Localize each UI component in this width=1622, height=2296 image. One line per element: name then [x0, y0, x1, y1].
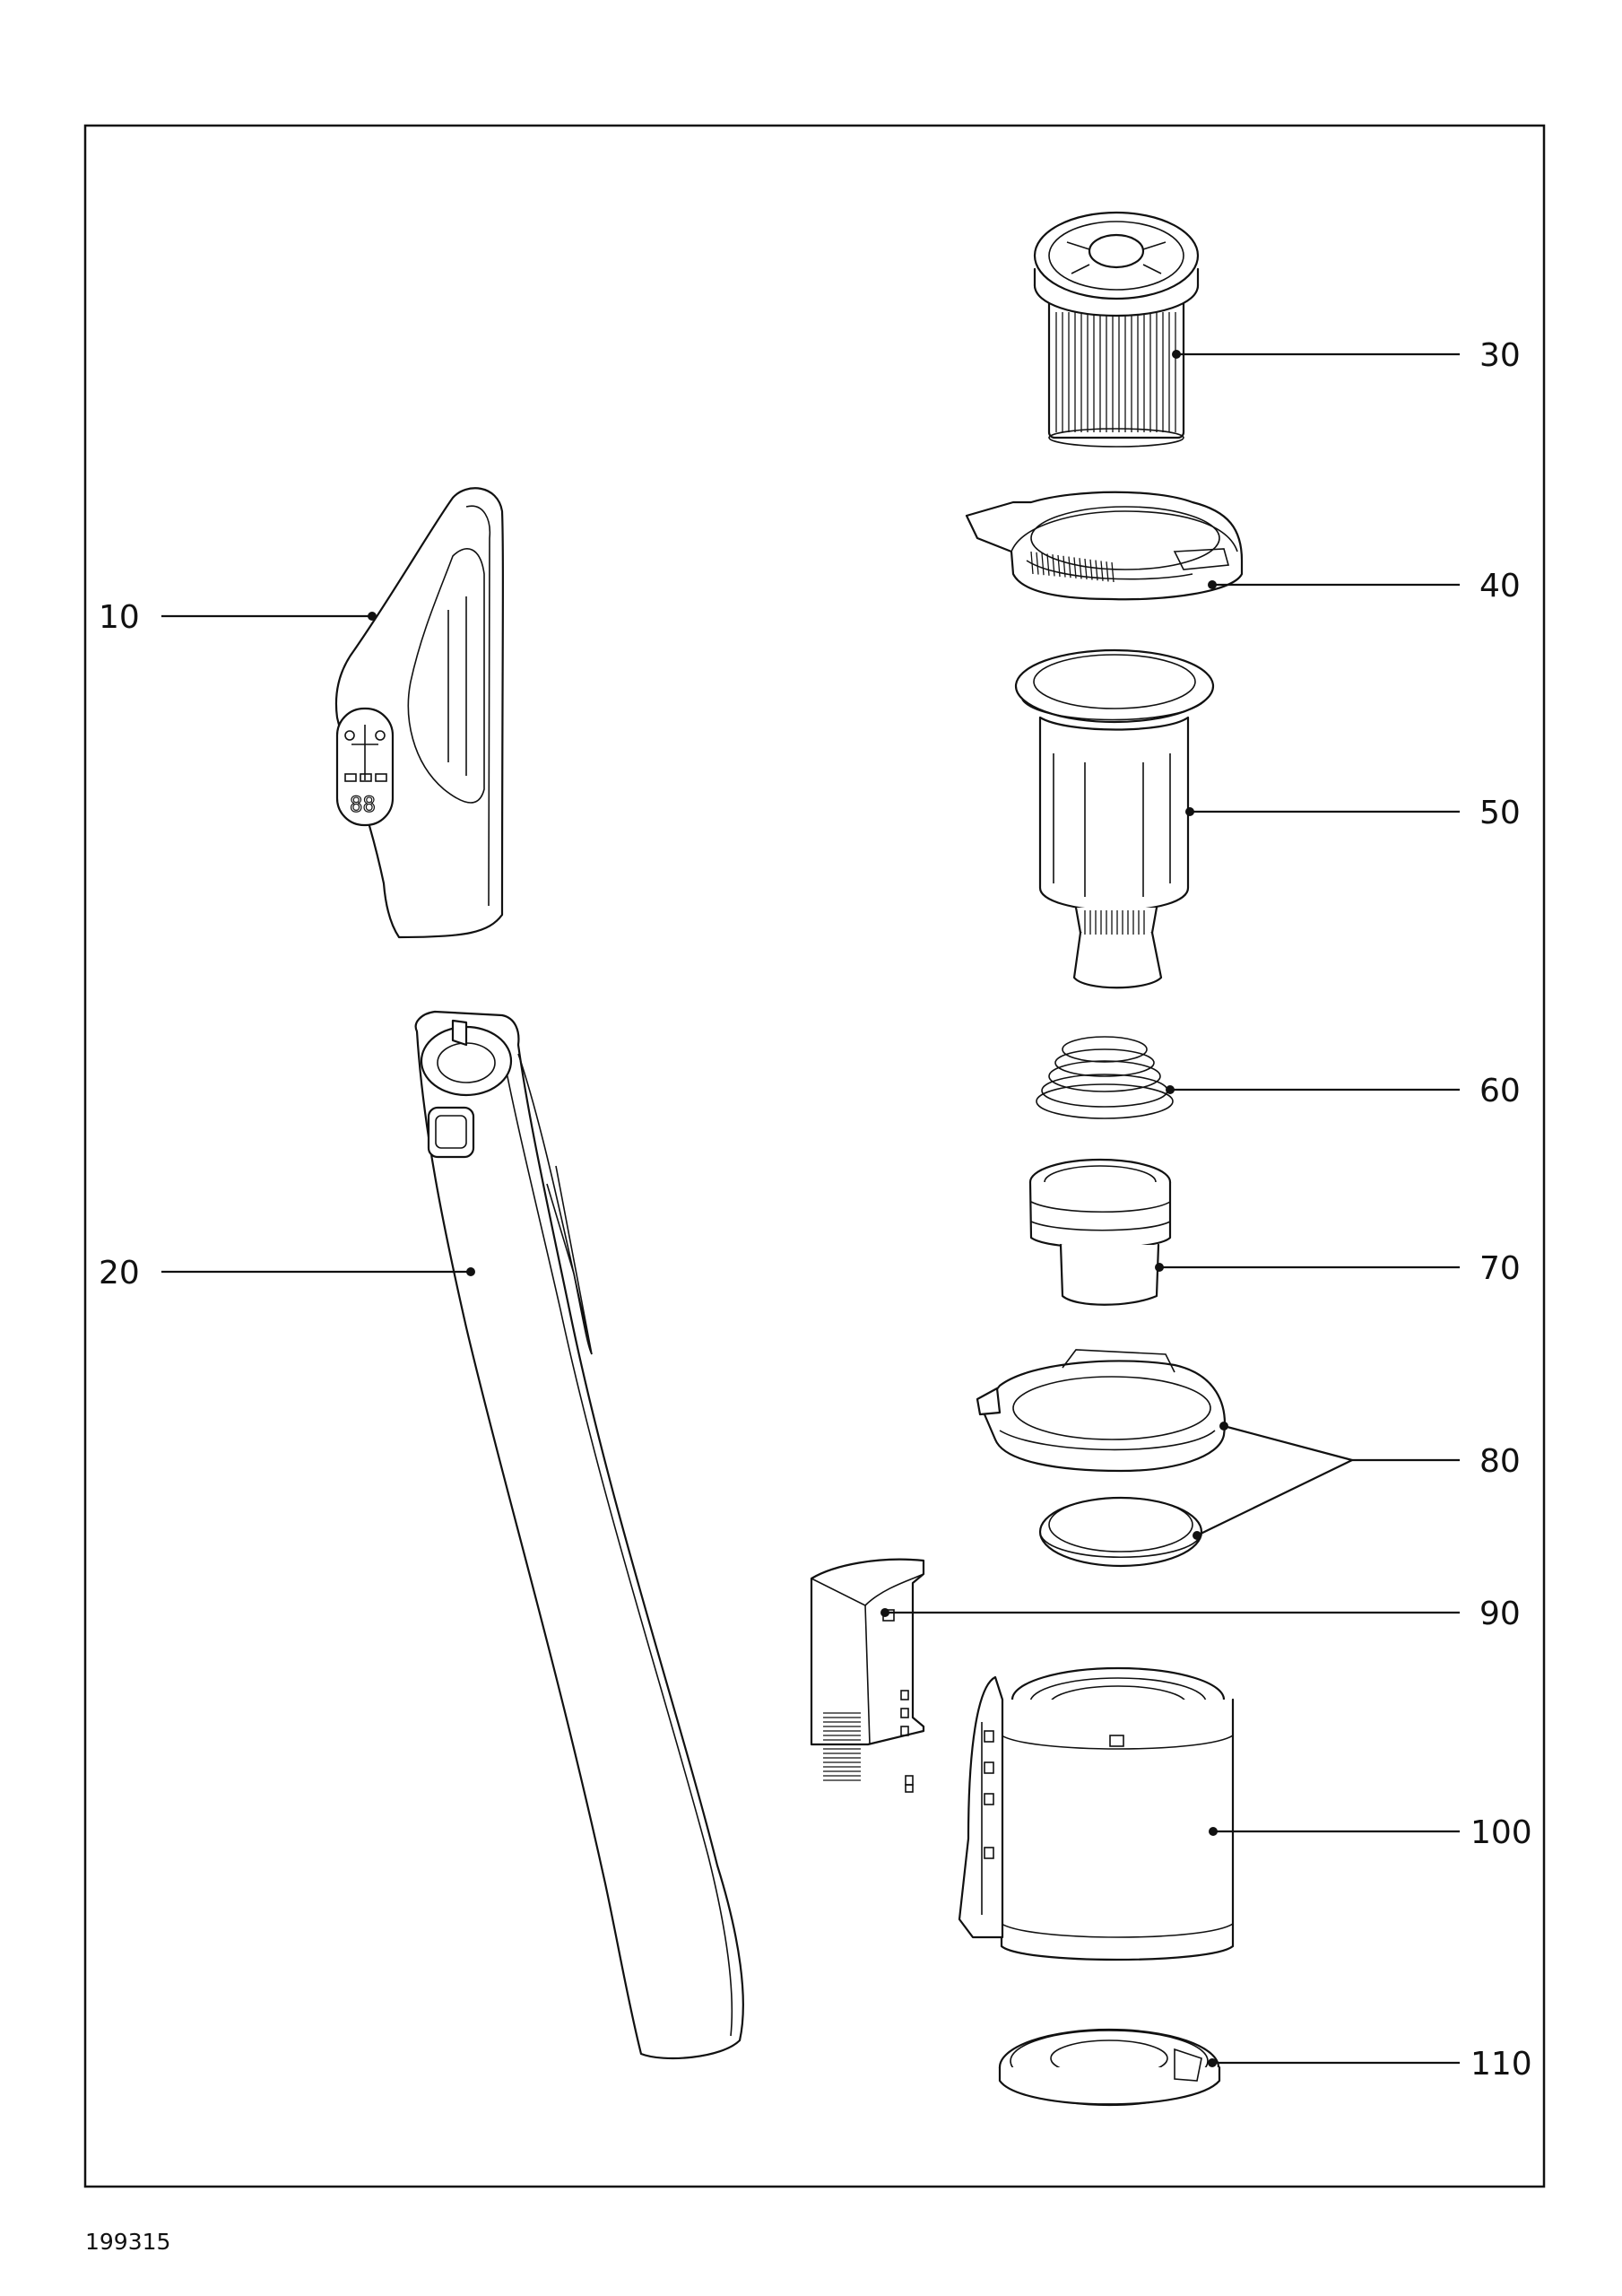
- callout-label-30: 30: [1479, 337, 1521, 374]
- callout-label-90: 90: [1479, 1596, 1521, 1632]
- callout-30: 30: [1172, 337, 1521, 374]
- part-10-handle: 88: [334, 487, 504, 939]
- part-70-adapter: [1028, 1158, 1172, 1306]
- callout-label-100: 100: [1470, 1814, 1532, 1851]
- display-digits: 88: [350, 792, 376, 817]
- callout-110: 110: [1208, 2046, 1532, 2083]
- callout-label-50: 50: [1479, 795, 1521, 831]
- callout-70: 70: [1155, 1250, 1521, 1287]
- callout-20: 20: [99, 1255, 475, 1292]
- callout-label-60: 60: [1479, 1073, 1521, 1109]
- callout-90: 90: [880, 1596, 1521, 1632]
- callout-label-80: 80: [1479, 1443, 1521, 1480]
- callout-100: 100: [1209, 1814, 1532, 1851]
- callout-label-40: 40: [1479, 568, 1521, 604]
- callout-80: 80: [1193, 1422, 1521, 1540]
- part-100-container: [958, 1666, 1235, 1961]
- part-40-cover: [965, 491, 1244, 601]
- callout-50: 50: [1185, 795, 1521, 831]
- document-code: 199315: [85, 2229, 171, 2255]
- part-60-spring: [1036, 1036, 1174, 1119]
- callout-label-10: 10: [99, 599, 140, 636]
- part-50-cyclone: [1014, 648, 1215, 989]
- callout-40: 40: [1208, 568, 1521, 604]
- part-90-side-cover: [810, 1558, 925, 1793]
- part-110-lid: [998, 2028, 1221, 2107]
- part-20-tube: [414, 1010, 744, 2060]
- drawing-frame: [83, 124, 1546, 2188]
- callout-label-20: 20: [99, 1255, 140, 1292]
- callout-label-110: 110: [1470, 2046, 1532, 2083]
- callout-label-70: 70: [1479, 1250, 1521, 1287]
- callout-10: 10: [99, 599, 377, 636]
- callout-60: 60: [1166, 1073, 1521, 1109]
- part-30-filter: [1033, 211, 1200, 448]
- part-80-seal-set: [976, 1349, 1226, 1568]
